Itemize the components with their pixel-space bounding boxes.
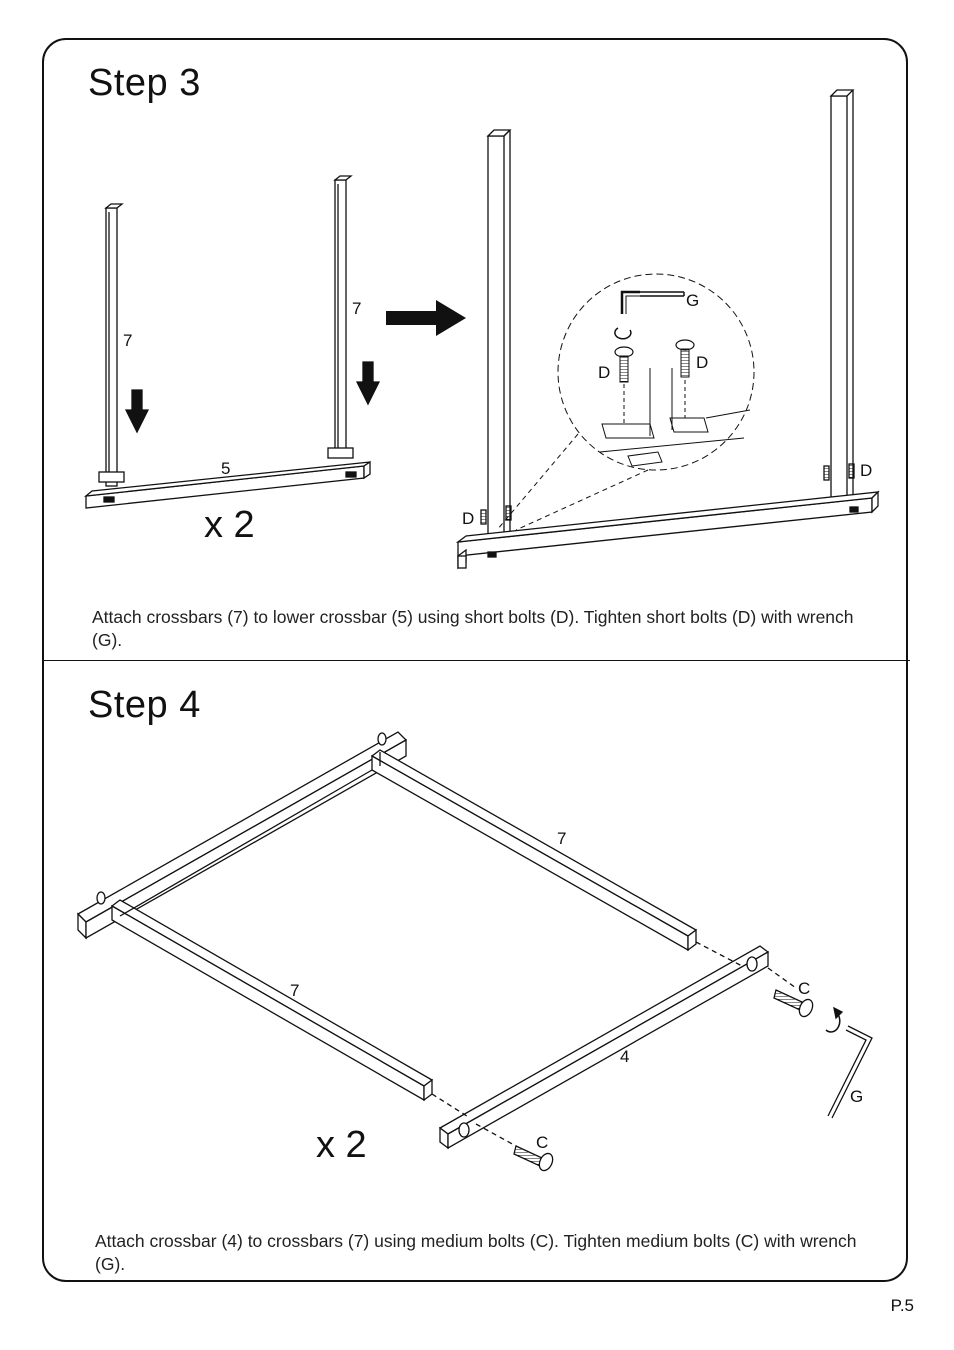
left-post-label: 7: [123, 331, 132, 350]
bolt-detail-callout: [496, 273, 755, 531]
step3-assembled-view: [455, 89, 880, 570]
left-down-arrow: [124, 389, 150, 434]
bolt-c-bottom: [513, 1145, 554, 1172]
step4-caption: Attach crossbar (4) to crossbars (7) usi…: [95, 1231, 857, 1274]
bolt-label-left: D: [462, 509, 474, 528]
right-post-7: [327, 175, 354, 459]
step3-multiplier: x 2: [204, 504, 255, 546]
wrench-g: [825, 1006, 873, 1119]
page-number: P.5: [890, 1296, 914, 1315]
step4-title: Step 4: [88, 684, 201, 726]
step4-frame-view: [76, 731, 873, 1172]
detail-bolt-right-label: D: [696, 353, 708, 372]
step3-title: Step 3: [88, 62, 201, 104]
wrench-g-label: G: [686, 291, 699, 310]
step3-caption: Attach crossbars (7) to lower crossbar (…: [92, 607, 854, 650]
right-down-arrow: [355, 361, 381, 406]
step4-multiplier: x 2: [316, 1124, 367, 1166]
top-crossbar-label: 7: [557, 829, 566, 848]
step3-right-arrow: [386, 300, 466, 336]
right-post-label: 7: [352, 299, 361, 318]
step3-exploded-view: [83, 175, 381, 509]
step-divider: [44, 660, 910, 661]
front-crossbar-label: 4: [620, 1047, 629, 1066]
bottom-crossbar-label: 7: [290, 981, 299, 1000]
bolt-label-right: D: [860, 461, 872, 480]
wrench-g-label-step4: G: [850, 1087, 863, 1106]
bolt-c-top-label: C: [798, 979, 810, 998]
left-post-7: [98, 203, 125, 487]
detail-bolt-left-label: D: [598, 363, 610, 382]
bolts-assembled-right: [823, 463, 855, 481]
bolt-c-bottom-label: C: [536, 1133, 548, 1152]
bolt-c-right: [773, 989, 814, 1018]
crossbar-5-label: 5: [221, 459, 230, 478]
lower-crossbar-5: [83, 460, 371, 509]
